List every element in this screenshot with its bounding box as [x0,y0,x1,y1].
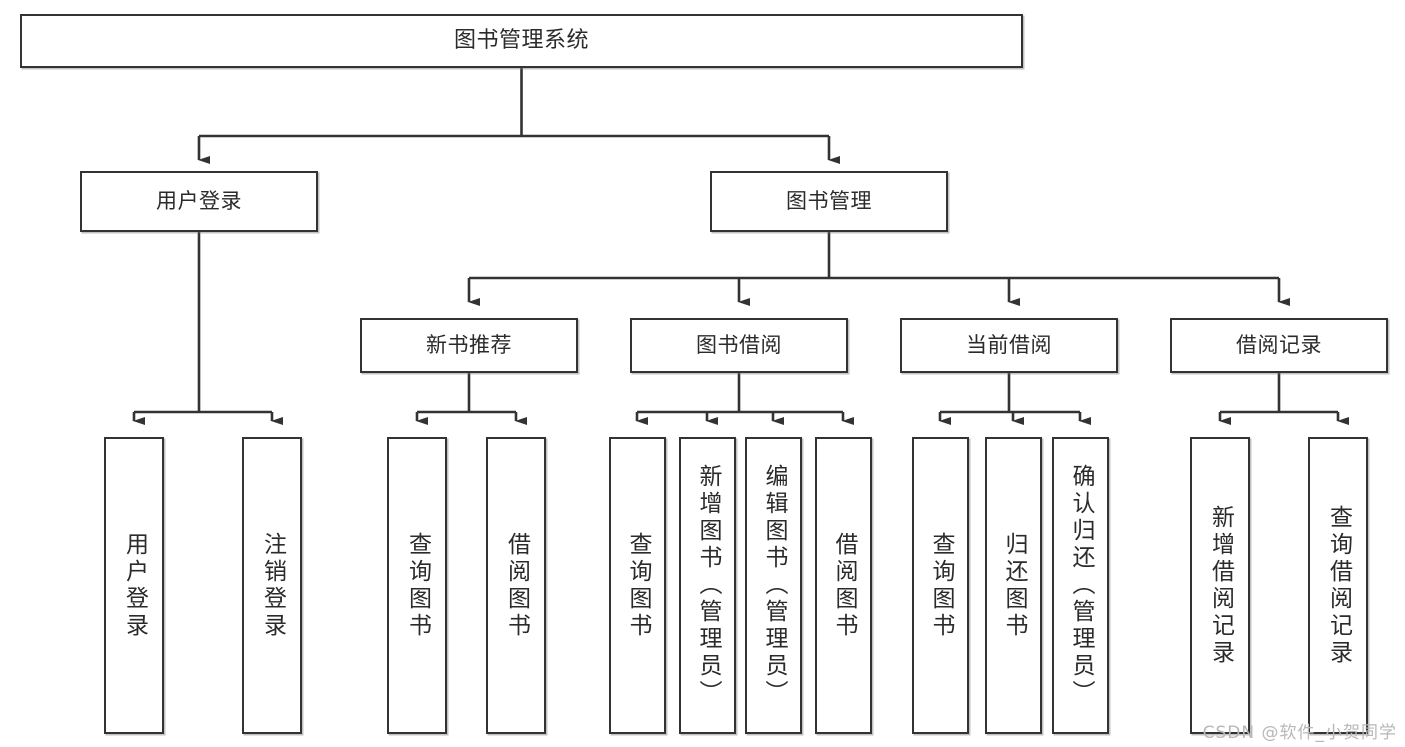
node-root-system[interactable]: 图书管理系统 [20,14,1023,68]
node-label: 图书管理 [786,189,872,214]
node-label: 用户登录 [121,531,148,640]
node-book-borrowing[interactable]: 图书借阅 [630,318,848,373]
leaf-user-login[interactable]: 用户登录 [104,437,164,734]
node-label: 编辑图书（管理员） [761,464,787,707]
node-label: 新增借阅记录 [1207,504,1234,667]
leaf-add-borrow-record[interactable]: 新增借阅记录 [1190,437,1250,734]
leaf-query-book-newbook[interactable]: 查询图书 [387,437,447,734]
node-label: 查询图书 [928,531,954,640]
leaf-query-book-current[interactable]: 查询图书 [912,437,969,734]
node-label: 查询借阅记录 [1325,504,1352,667]
node-current-borrowing[interactable]: 当前借阅 [900,318,1118,373]
node-label: 新书推荐 [426,333,512,358]
node-book-management[interactable]: 图书管理 [710,171,948,232]
node-label: 查询图书 [625,531,651,640]
node-label: 新增图书（管理员） [695,464,721,707]
node-label: 注销登录 [259,531,286,640]
node-label: 借阅图书 [503,531,530,640]
leaf-add-book-admin[interactable]: 新增图书（管理员） [679,437,736,734]
leaf-edit-book-admin[interactable]: 编辑图书（管理员） [745,437,802,734]
leaf-logout[interactable]: 注销登录 [242,437,302,734]
node-label: 归还图书 [1001,531,1027,640]
leaf-borrow-book-newbook[interactable]: 借阅图书 [486,437,546,734]
node-label: 用户登录 [156,189,242,214]
node-label: 图书借阅 [696,333,782,358]
node-user-login[interactable]: 用户登录 [80,171,318,232]
leaf-query-book-borrowing[interactable]: 查询图书 [609,437,666,734]
leaf-query-borrow-record[interactable]: 查询借阅记录 [1308,437,1368,734]
leaf-confirm-return-admin[interactable]: 确认归还（管理员） [1052,437,1109,734]
node-label: 确认归还（管理员） [1068,464,1094,707]
csdn-watermark: CSDN @软件_小贺同学 [1202,723,1397,743]
node-label: 当前借阅 [966,333,1052,358]
node-label: 查询图书 [404,531,431,640]
node-label: 借阅记录 [1236,333,1322,358]
node-label: 借阅图书 [831,531,857,640]
node-label: 图书管理系统 [453,28,589,54]
node-borrowing-record[interactable]: 借阅记录 [1170,318,1388,373]
node-new-book-recommendation[interactable]: 新书推荐 [360,318,578,373]
leaf-borrow-book-borrowing[interactable]: 借阅图书 [815,437,872,734]
leaf-return-book[interactable]: 归还图书 [985,437,1042,734]
